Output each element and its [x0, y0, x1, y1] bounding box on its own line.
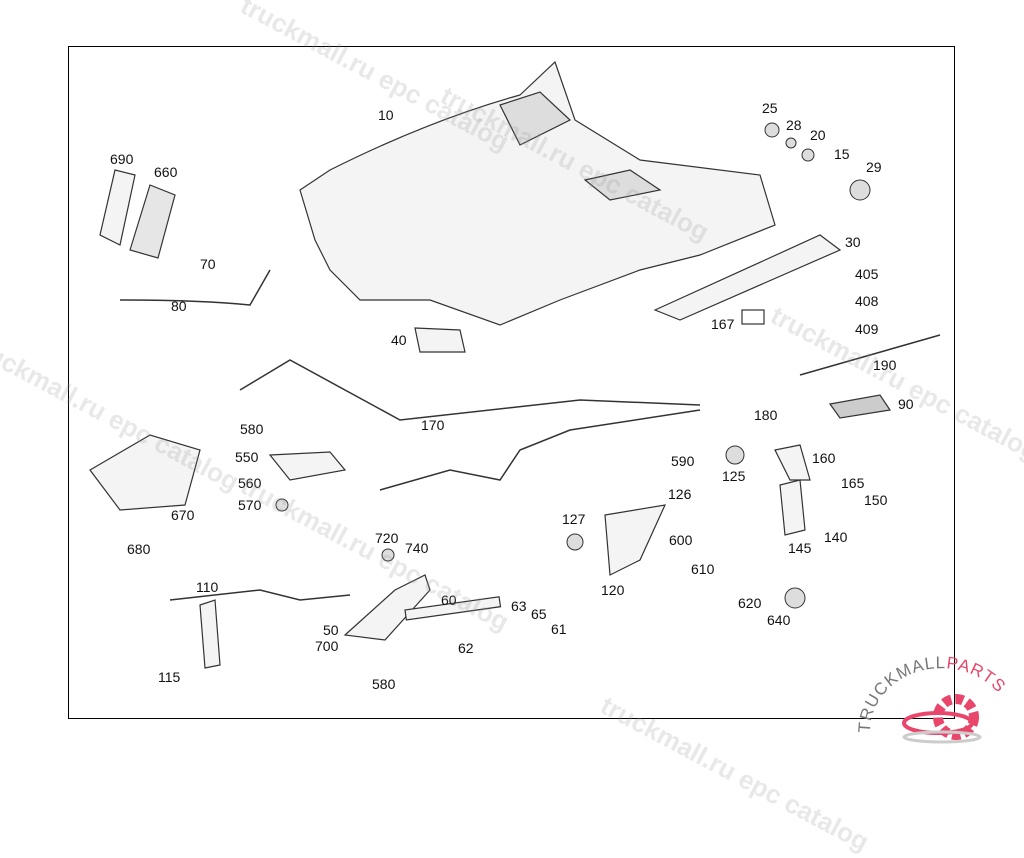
truckmall-parts-logo: TRUCKMALLPARTS: [858, 655, 1009, 744]
part-label-560[interactable]: 560: [238, 475, 262, 491]
part-label-580[interactable]: 580: [372, 676, 396, 692]
plate-550: [268, 451, 347, 481]
part-label-170[interactable]: 170: [421, 417, 445, 433]
part-label-670[interactable]: 670: [171, 507, 195, 523]
diagram-frame: [68, 46, 955, 719]
part-label-690[interactable]: 690: [110, 151, 134, 167]
cable-190: [799, 334, 941, 376]
part-label-30[interactable]: 30: [845, 234, 861, 250]
latch-145: [779, 479, 806, 536]
part-label-720[interactable]: 720: [375, 530, 399, 546]
bracket-110: [199, 599, 221, 669]
washer-20: [801, 148, 815, 162]
parts-illustration: [89, 60, 941, 669]
rod-110: [169, 589, 351, 601]
hood-vent: [499, 91, 572, 146]
part-label-620[interactable]: 620: [738, 595, 762, 611]
buffer-29: [849, 179, 871, 201]
washer-28: [785, 137, 797, 149]
part-label-165[interactable]: 165: [841, 475, 865, 491]
part-label-408[interactable]: 408: [855, 293, 879, 309]
part-label-150[interactable]: 150: [864, 492, 888, 508]
part-label-60[interactable]: 60: [441, 592, 457, 608]
part-label-145[interactable]: 145: [788, 540, 812, 556]
plate-167: [741, 309, 765, 325]
part-label-190[interactable]: 190: [873, 357, 897, 373]
part-label-25[interactable]: 25: [762, 100, 778, 116]
part-label-50[interactable]: 50: [323, 622, 339, 638]
part-label-610[interactable]: 610: [691, 561, 715, 577]
latch-50: [343, 574, 431, 641]
part-label-140[interactable]: 140: [824, 529, 848, 545]
nut-570: [275, 498, 289, 512]
bracket-160: [774, 444, 811, 481]
part-label-115[interactable]: 115: [158, 669, 181, 685]
part-label-40[interactable]: 40: [391, 332, 407, 348]
hood-part: [299, 60, 776, 326]
buffer-640: [784, 587, 806, 609]
part-label-65[interactable]: 65: [531, 606, 547, 622]
part-label-740[interactable]: 740: [405, 540, 429, 556]
part-label-660[interactable]: 660: [154, 164, 178, 180]
part-label-127[interactable]: 127: [562, 511, 586, 527]
bracket-120: [604, 504, 667, 576]
hood-vent: [583, 169, 662, 201]
part-label-550[interactable]: 550: [235, 449, 259, 465]
part-label-405[interactable]: 405: [855, 266, 879, 282]
part-label-126[interactable]: 126: [668, 486, 692, 502]
part-label-700[interactable]: 700: [315, 638, 339, 654]
cable-170: [379, 409, 701, 491]
part-label-640[interactable]: 640: [767, 612, 791, 628]
grille-690: [99, 169, 136, 246]
part-label-110[interactable]: 110: [196, 579, 219, 595]
buffer-127: [566, 533, 584, 551]
part-label-15[interactable]: 15: [834, 146, 850, 162]
part-label-70[interactable]: 70: [200, 256, 216, 272]
part-label-680[interactable]: 680: [127, 541, 151, 557]
cable-170: [239, 359, 701, 421]
part-label-409[interactable]: 409: [855, 321, 879, 337]
part-label-62[interactable]: 62: [458, 640, 474, 656]
part-label-167[interactable]: 167: [711, 316, 735, 332]
part-label-125[interactable]: 125: [722, 468, 746, 484]
shield-670: [89, 434, 201, 511]
washer-125: [725, 445, 745, 465]
part-label-80[interactable]: 80: [171, 298, 187, 314]
part-label-160[interactable]: 160: [812, 450, 836, 466]
hinge-30: [653, 234, 842, 321]
part-label-28[interactable]: 28: [786, 117, 802, 133]
grille-660: [129, 184, 176, 259]
part-label-63[interactable]: 63: [511, 598, 527, 614]
part-label-590[interactable]: 590: [671, 453, 695, 469]
nut-720: [381, 548, 395, 562]
part-label-20[interactable]: 20: [810, 127, 826, 143]
plate-90: [828, 394, 892, 419]
pad-40: [414, 327, 466, 353]
cable-80: [119, 269, 271, 306]
part-label-120[interactable]: 120: [601, 582, 625, 598]
part-label-570[interactable]: 570: [238, 497, 262, 513]
part-label-29[interactable]: 29: [866, 159, 882, 175]
part-label-61[interactable]: 61: [551, 621, 567, 637]
part-label-10[interactable]: 10: [378, 107, 394, 123]
strut-60: [404, 596, 502, 621]
part-label-580[interactable]: 580: [240, 421, 264, 437]
washer-25: [764, 122, 780, 138]
part-label-90[interactable]: 90: [898, 396, 914, 412]
part-label-600[interactable]: 600: [669, 532, 693, 548]
part-label-180[interactable]: 180: [754, 407, 778, 423]
